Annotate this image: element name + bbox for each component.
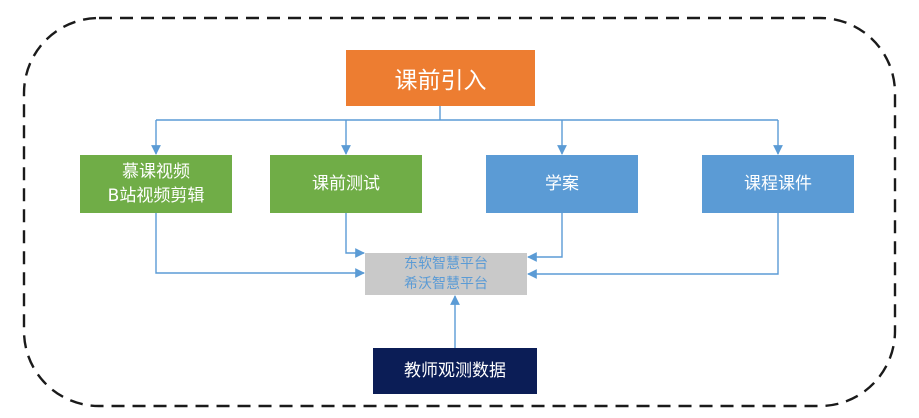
node-smart-platforms-line-1: 东软智慧平台	[404, 256, 488, 272]
node-mooc-video: 慕课视频 B站视频剪辑	[80, 155, 232, 213]
node-courseware: 课程课件	[702, 155, 854, 213]
arrow-ware-to-hub	[527, 213, 779, 279]
node-smart-platforms-line-2: 希沃智慧平台	[404, 276, 488, 292]
node-mooc-video-line-1: 慕课视频	[122, 162, 190, 182]
arrow-video-to-hub	[155, 213, 365, 278]
node-smart-platforms: 东软智慧平台 希沃智慧平台	[365, 253, 527, 295]
node-pre-class-intro-label: 课前引入	[394, 68, 487, 94]
node-mooc-video-line-2: B站视频剪辑	[107, 186, 205, 206]
node-study-plan-label: 学案	[545, 174, 579, 194]
node-courseware-label: 课程课件	[744, 174, 812, 194]
dashed-frame	[22, 16, 897, 408]
node-teacher-observation-data: 教师观测数据	[373, 348, 537, 394]
node-study-plan: 学案	[486, 155, 638, 213]
node-pre-class-test-label: 课前测试	[312, 174, 380, 194]
node-pre-class-intro: 课前引入	[346, 50, 535, 106]
arrow-plan-to-hub	[527, 213, 563, 262]
node-teacher-observation-data-label: 教师观测数据	[404, 361, 506, 381]
node-pre-class-test: 课前测试	[270, 155, 422, 213]
arrow-test-to-hub	[345, 213, 365, 258]
